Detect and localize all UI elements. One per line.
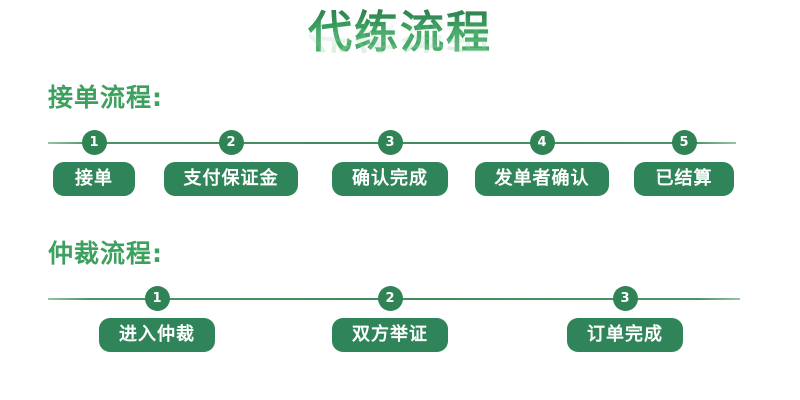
section-heading-order: 接单流程: <box>48 83 163 112</box>
step-badge-2[interactable]: 2 <box>218 130 244 155</box>
page-title: 代练流程 <box>0 8 800 58</box>
step-label-row-arbitration: 进入仲裁 双方举证 订单完成 <box>0 318 800 352</box>
step-pill-5[interactable]: 已结算 <box>634 162 734 196</box>
timeline-arbitration: 1 2 3 <box>48 286 740 312</box>
step-pill-2[interactable]: 支付保证金 <box>164 162 298 196</box>
arbitration-badge-3[interactable]: 3 <box>612 286 638 311</box>
arbitration-badge-2[interactable]: 2 <box>377 286 403 311</box>
step-badge-3[interactable]: 3 <box>377 130 403 155</box>
arbitration-pill-3[interactable]: 订单完成 <box>567 318 683 352</box>
step-badge-1[interactable]: 1 <box>81 130 107 155</box>
page-title-block: 代练流程 代练流程 <box>0 8 800 100</box>
step-badge-5[interactable]: 5 <box>671 130 697 155</box>
arbitration-badge-1[interactable]: 1 <box>144 286 170 311</box>
step-badge-4[interactable]: 4 <box>529 130 555 155</box>
timeline-order: 1 2 3 4 5 <box>48 130 736 156</box>
step-label-row-order: 接单 支付保证金 确认完成 发单者确认 已结算 <box>0 162 800 196</box>
arbitration-pill-2[interactable]: 双方举证 <box>332 318 448 352</box>
step-pill-4[interactable]: 发单者确认 <box>475 162 609 196</box>
step-pill-3[interactable]: 确认完成 <box>332 162 448 196</box>
arbitration-pill-1[interactable]: 进入仲裁 <box>99 318 215 352</box>
section-heading-arbitration: 仲裁流程: <box>48 239 163 268</box>
page-title-reflection: 代练流程 <box>308 11 492 55</box>
step-pill-1[interactable]: 接单 <box>53 162 135 196</box>
